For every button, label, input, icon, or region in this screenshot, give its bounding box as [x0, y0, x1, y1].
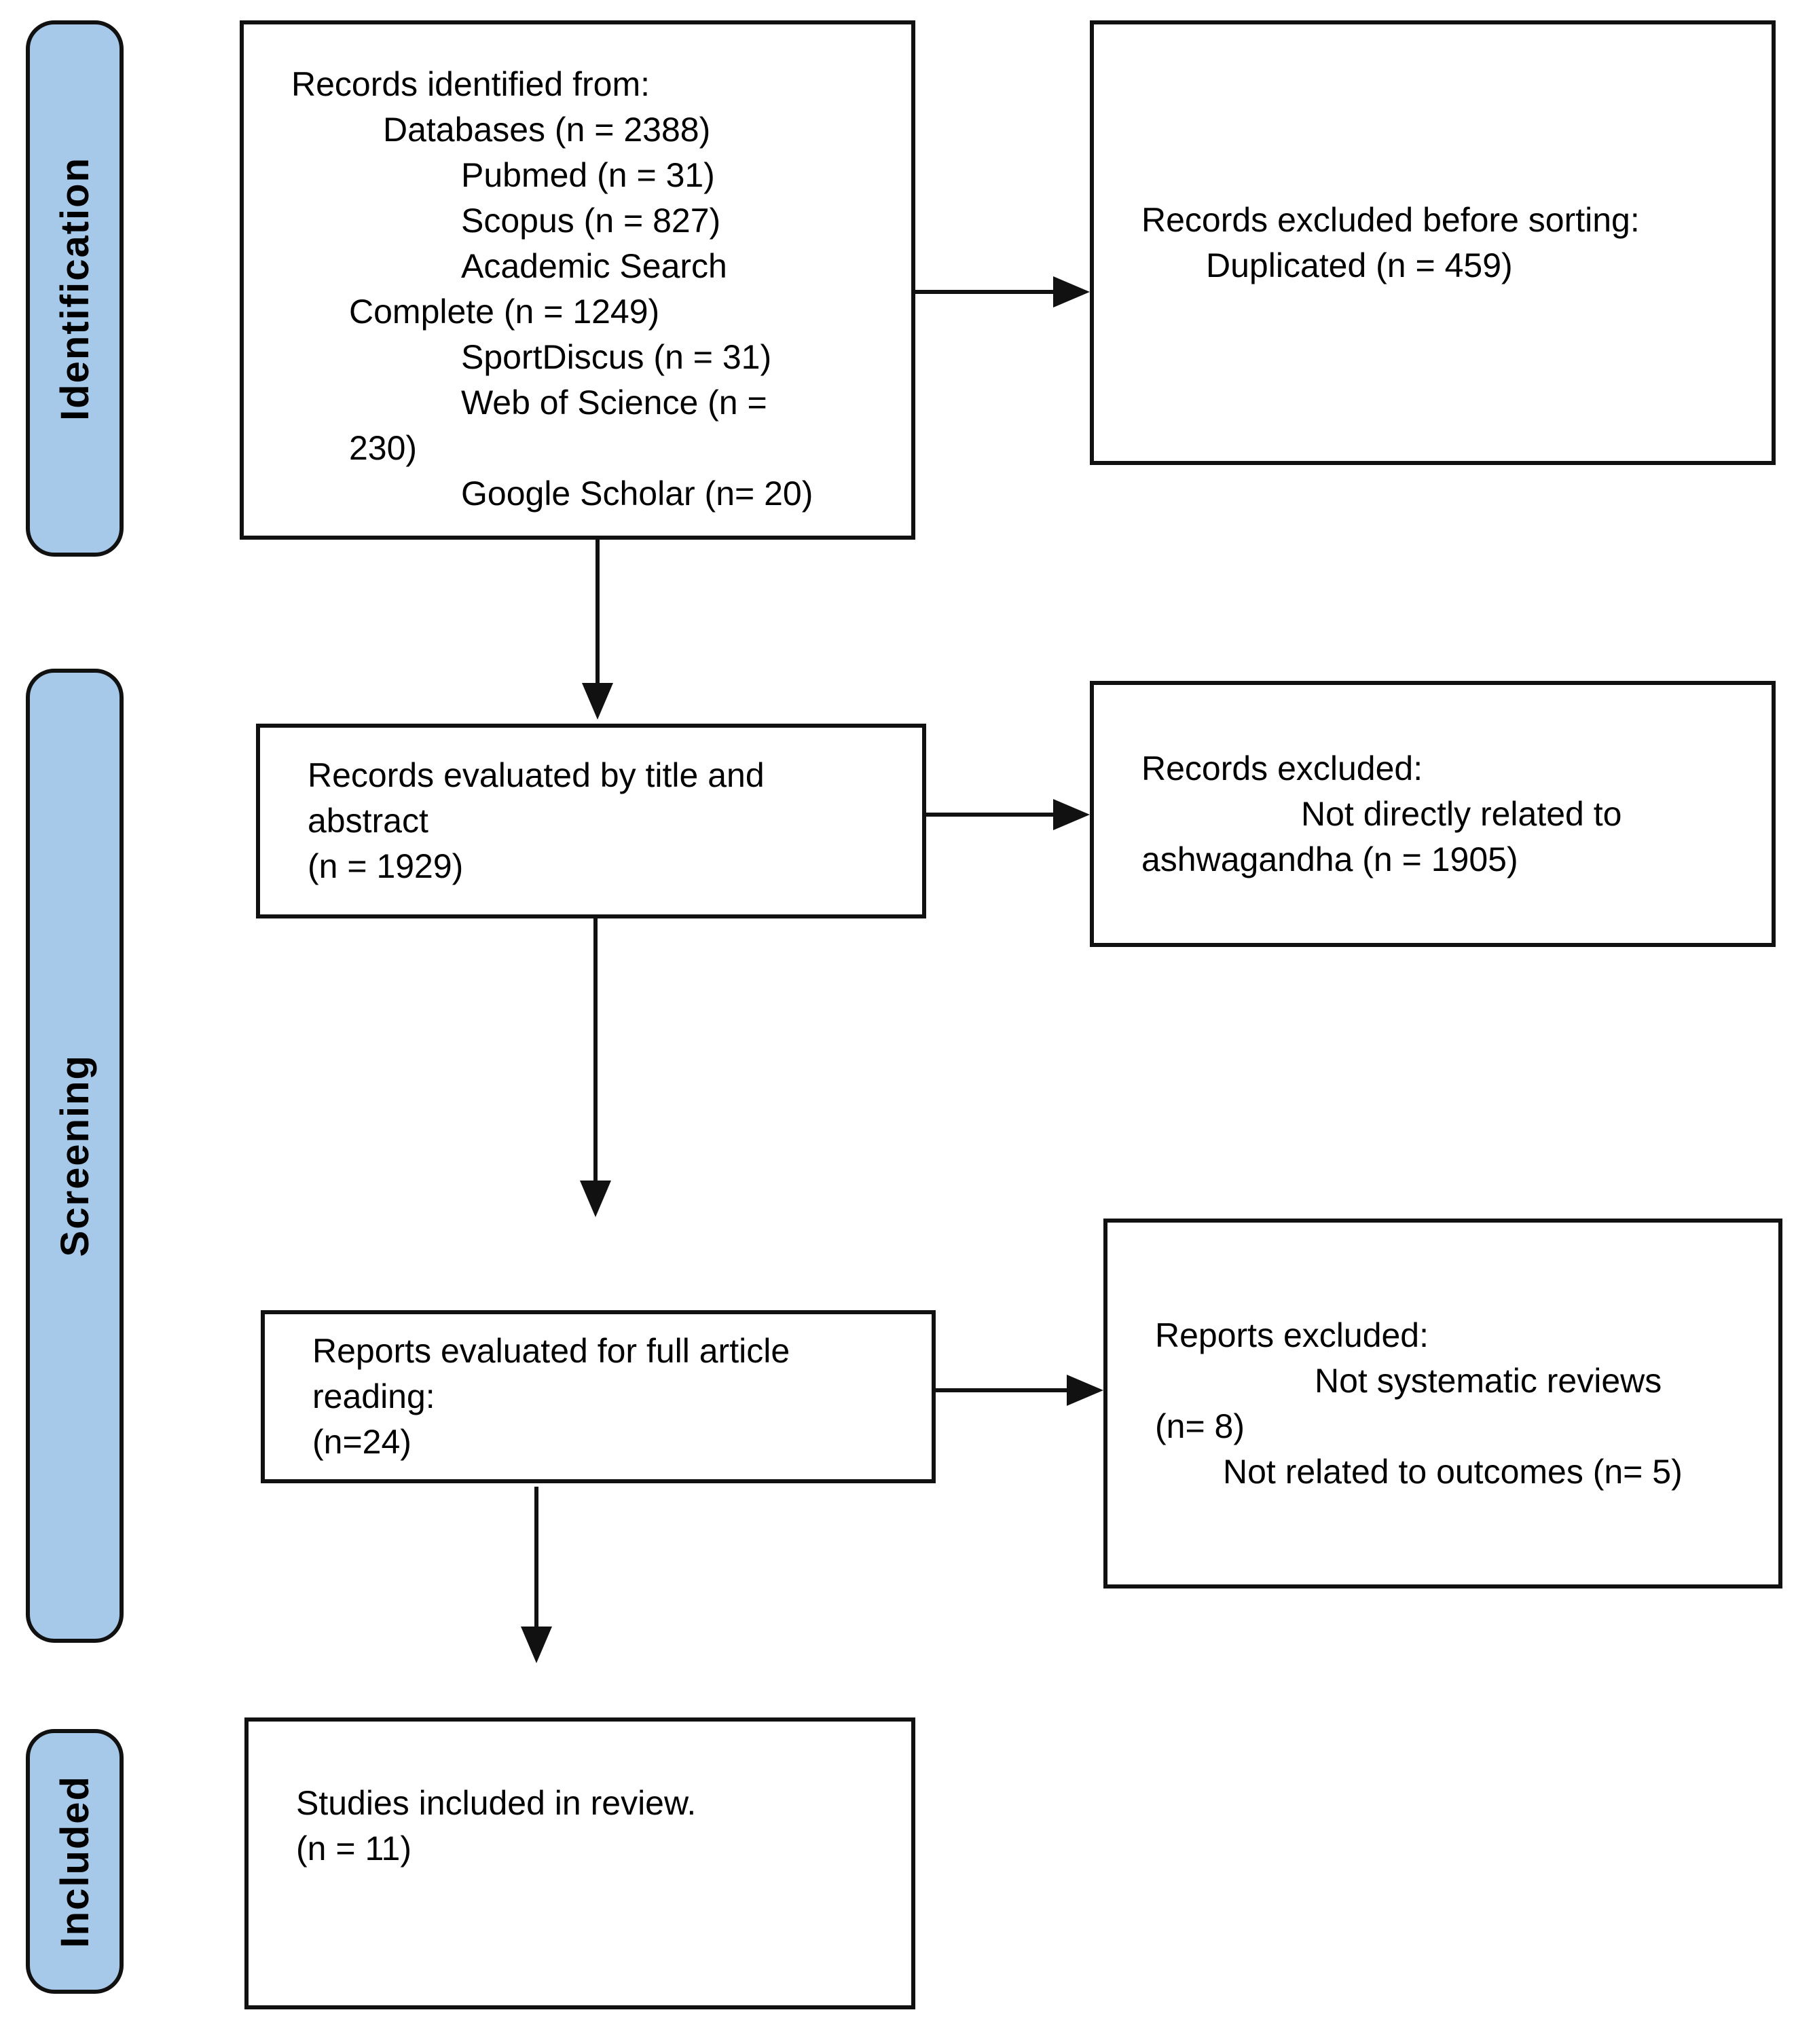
arrow-line	[534, 1487, 538, 1627]
box-records-identified: Records identified from: Databases (n = …	[240, 20, 915, 540]
text-line: Web of Science (n =	[461, 384, 767, 422]
text-line: Not systematic reviews	[1315, 1361, 1662, 1400]
arrow-evaluated-to-records-excluded	[926, 799, 1090, 830]
box-records-evaluated-title-abstract: Records evaluated by title and abstract …	[256, 724, 926, 918]
text-line: Reports evaluated for full article	[312, 1332, 790, 1370]
box-records-excluded-before-sorting: Records excluded before sorting: Duplica…	[1090, 20, 1776, 465]
arrow-identified-to-evaluated	[582, 540, 613, 720]
box-reports-excluded-content: Reports excluded: Not systematic reviews…	[1107, 1223, 1778, 1584]
text-line: abstract	[308, 802, 428, 840]
arrow-full-article-to-reports-excluded	[936, 1375, 1103, 1406]
text-line: (n= 8)	[1155, 1407, 1245, 1445]
arrow-line	[915, 290, 1053, 294]
box-records-evaluated-title-abstract-content: Records evaluated by title and abstract …	[260, 728, 922, 914]
text-line: Records identified from:	[291, 65, 650, 103]
text-line: (n = 1929)	[308, 847, 464, 885]
arrow-line	[595, 540, 600, 683]
text-line: reading:	[312, 1377, 435, 1415]
box-reports-evaluated-full-article-content: Reports evaluated for full article readi…	[265, 1314, 932, 1479]
text-line: Complete (n = 1249)	[349, 293, 660, 331]
stage-label-identification: Identification	[52, 156, 97, 421]
arrow-evaluated-to-full-article	[580, 918, 611, 1217]
text-line: 230)	[349, 429, 418, 467]
stage-bar-screening: Screening	[26, 669, 124, 1643]
text-line: Not related to outcomes (n= 5)	[1223, 1452, 1683, 1491]
stage-bar-included: Included	[26, 1729, 124, 1994]
arrow-head-down-icon	[580, 1181, 611, 1217]
box-records-excluded-before-sorting-content: Records excluded before sorting: Duplica…	[1094, 24, 1772, 461]
text-line: Duplicated (n = 459)	[1206, 246, 1513, 284]
arrow-identified-to-excluded-before-sorting	[915, 276, 1090, 308]
text-line: Records evaluated by title and	[308, 756, 765, 794]
arrow-head-right-icon	[1053, 799, 1090, 830]
text-line: Scopus (n = 827)	[461, 202, 721, 240]
arrow-line	[593, 918, 598, 1181]
text-line: Google Scholar (n= 20)	[461, 475, 813, 513]
box-studies-included: Studies included in review. (n = 11)	[244, 1717, 915, 2009]
text-line: Pubmed (n = 31)	[461, 156, 715, 194]
arrow-line	[936, 1388, 1067, 1392]
stage-bar-identification: Identification	[26, 20, 124, 557]
text-line: Databases (n = 2388)	[383, 111, 711, 149]
arrow-head-right-icon	[1053, 276, 1090, 308]
text-line: SportDiscus (n = 31)	[461, 338, 772, 376]
box-reports-excluded: Reports excluded: Not systematic reviews…	[1103, 1219, 1782, 1588]
arrow-head-down-icon	[582, 683, 613, 720]
box-studies-included-content: Studies included in review. (n = 11)	[249, 1722, 911, 2005]
arrow-full-article-to-included	[521, 1487, 552, 1663]
text-line: (n = 11)	[296, 1829, 411, 1868]
arrow-head-down-icon	[521, 1627, 552, 1663]
stage-label-included: Included	[52, 1774, 97, 1948]
arrow-head-right-icon	[1067, 1375, 1103, 1406]
box-records-identified-content: Records identified from: Databases (n = …	[244, 24, 911, 536]
text-line: (n=24)	[312, 1423, 411, 1461]
text-line: ashwagandha (n = 1905)	[1141, 840, 1518, 878]
text-line: Academic Search	[461, 247, 727, 285]
text-line: Not directly related to	[1301, 794, 1622, 833]
box-records-excluded-content: Records excluded: Not directly related t…	[1094, 685, 1772, 943]
text-line: Reports excluded:	[1155, 1316, 1429, 1354]
arrow-line	[926, 813, 1053, 817]
text-line: Studies included in review.	[296, 1784, 697, 1822]
box-reports-evaluated-full-article: Reports evaluated for full article readi…	[261, 1310, 936, 1483]
box-records-excluded: Records excluded: Not directly related t…	[1090, 681, 1776, 947]
stage-label-screening: Screening	[52, 1054, 97, 1257]
text-line: Records excluded before sorting:	[1141, 200, 1640, 239]
text-line: Records excluded:	[1141, 749, 1423, 787]
